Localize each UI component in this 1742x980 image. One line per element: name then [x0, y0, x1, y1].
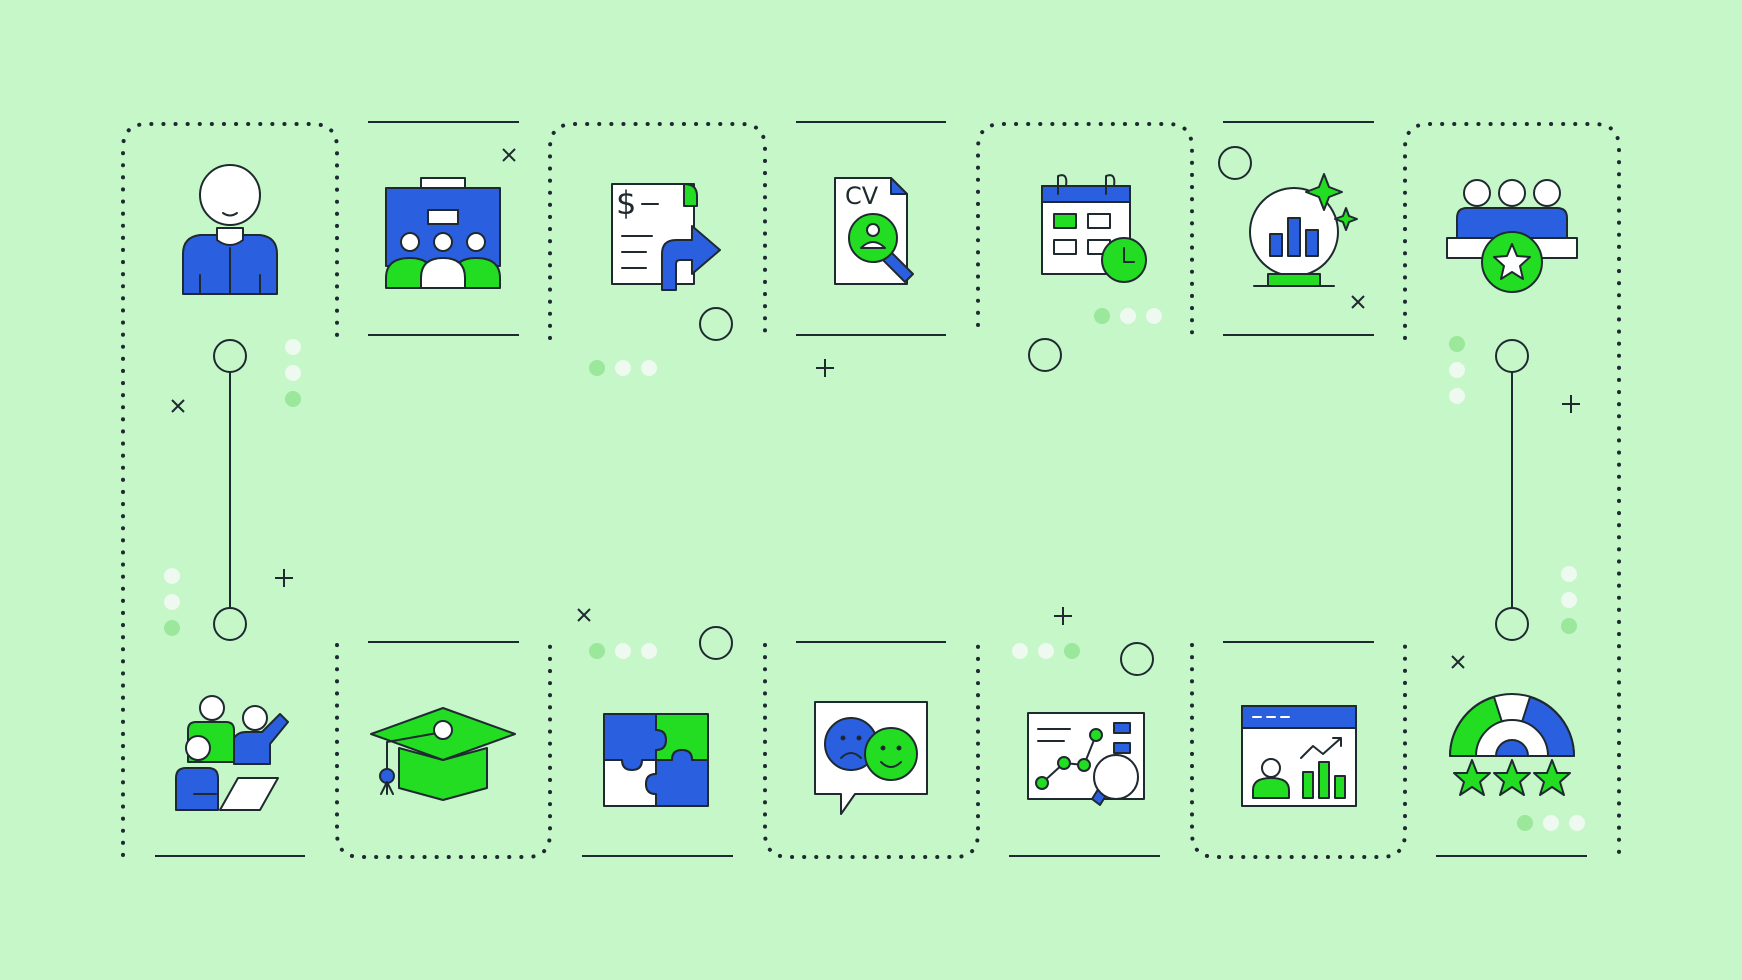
data-analysis-icon: [1027, 712, 1145, 806]
cross-mark: [577, 608, 591, 622]
decorative-dot: [615, 360, 631, 376]
decorative-dot: [641, 360, 657, 376]
decorative-circles: [699, 146, 1252, 676]
decorative-dot: [1561, 592, 1577, 608]
plus-mark: [275, 569, 293, 587]
decorative-dot: [1012, 643, 1028, 659]
decorative-dot: [589, 360, 605, 376]
salary-invoice-icon: $: [611, 183, 721, 291]
decorative-dot: [285, 365, 301, 381]
dotted-frames: [121, 122, 1621, 859]
feedback-emotions-icon: [814, 701, 928, 815]
employee-avatar-icon: [182, 164, 278, 295]
money-label: $: [616, 184, 636, 222]
decorative-dot: [1120, 308, 1136, 324]
decorative-dot: [164, 594, 180, 610]
decorative-dot: [1038, 643, 1054, 659]
decorative-dot: [164, 568, 180, 584]
cv-search-icon: CV: [834, 177, 914, 285]
frame-top-3: [548, 122, 767, 340]
decorative-dot: [1569, 815, 1585, 831]
rating-gauge-icon: [1449, 693, 1575, 796]
decorative-dot: [615, 643, 631, 659]
decorative-dot: [1517, 815, 1533, 831]
team-star-award-icon: [1446, 179, 1578, 293]
decorative-marks: [171, 148, 1580, 669]
cross-mark: [502, 148, 516, 162]
cv-label: CV: [845, 182, 879, 210]
schedule-calendar-icon: [1041, 174, 1147, 283]
decorative-dot: [285, 339, 301, 355]
separator-lines: [155, 121, 1587, 857]
decorative-dot: [641, 643, 657, 659]
plus-mark: [1054, 607, 1072, 625]
decorative-dot: [1064, 643, 1080, 659]
decorative-dot: [1146, 308, 1162, 324]
decorative-dot: [285, 391, 301, 407]
graduation-cap-icon: [370, 707, 516, 801]
decorative-dot: [589, 643, 605, 659]
frame-top-5: [976, 122, 1194, 340]
decorative-dot: [1543, 815, 1559, 831]
decorative-dot: [1561, 618, 1577, 634]
decorative-dot: [1561, 566, 1577, 582]
decorative-dot: [1449, 336, 1465, 352]
plus-mark: [1562, 395, 1580, 413]
puzzle-icon: [603, 713, 709, 807]
team-collaboration-icon: [175, 695, 289, 811]
dashboard-report-icon: [1241, 705, 1357, 807]
cross-mark: [1451, 655, 1465, 669]
frame-right: [1403, 122, 1621, 857]
icons: $ CV: [175, 164, 1578, 815]
crystal-ball-analytics-icon: [1249, 173, 1358, 287]
team-briefcase-icon: [385, 177, 501, 289]
plus-mark: [816, 359, 834, 377]
cross-mark: [1351, 295, 1365, 309]
decorative-dot: [1449, 388, 1465, 404]
decorative-dot: [1449, 362, 1465, 378]
decorative-dot: [164, 620, 180, 636]
decorative-dot-groups: [164, 308, 1585, 831]
vertical-connectors: [213, 339, 1529, 641]
decorative-dot: [1094, 308, 1110, 324]
cross-mark: [171, 399, 185, 413]
